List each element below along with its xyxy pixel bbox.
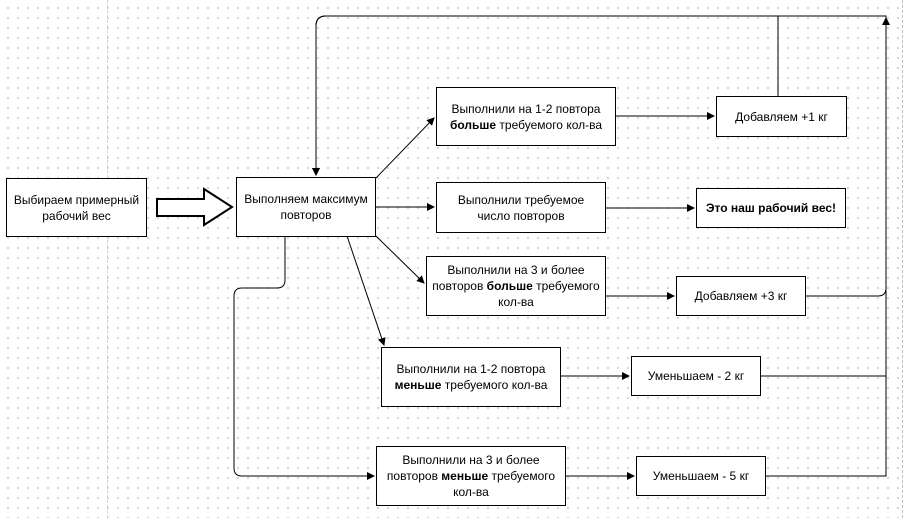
- node-reduce-2-label: Уменьшаем - 2 кг: [647, 369, 745, 383]
- node-start[interactable]: Выбираем примерный рабочий вес: [6, 178, 147, 237]
- node-plus-1-2[interactable]: Выполнили на 1-2 повтора больше требуемо…: [436, 87, 616, 146]
- node-exact[interactable]: Выполнили требуемое число повторов: [436, 182, 606, 233]
- edge-reduce-5-to-max-reps: [766, 17, 890, 477]
- node-max-reps-label: Выполняем максимум повторов: [244, 192, 368, 222]
- node-plus-1-2-label: Выполнили на 1-2 повтора больше требуемо…: [449, 101, 603, 132]
- edge-start-to-max-reps: [156, 187, 234, 227]
- edge-add-3-to-max-reps: [312, 15, 887, 297]
- node-add-1-label: Добавляем +1 кг: [735, 109, 828, 124]
- node-reduce-2[interactable]: Уменьшаем - 2 кг: [631, 356, 761, 396]
- page-guide-line: [107, 0, 108, 518]
- node-add-1[interactable]: Добавляем +1 кг: [716, 96, 847, 137]
- edge-max-reps-to-minus-1-2: [346, 235, 386, 346]
- node-reduce-5-label: Уменьшаем - 5 кг: [652, 469, 750, 483]
- node-plus-3[interactable]: Выполнили на 3 и более повторов больше т…: [426, 256, 606, 316]
- edge-max-reps-to-plus-3: [375, 235, 425, 284]
- edge-max-reps-to-minus-3: [233, 236, 375, 480]
- node-minus-1-2[interactable]: Выполнили на 1-2 повтора меньше требуемо…: [381, 347, 561, 407]
- node-working-weight-label: Это наш рабочий вес!: [705, 201, 837, 215]
- node-minus-1-2-label: Выполнили на 1-2 повтора меньше требуемо…: [394, 362, 548, 392]
- node-minus-3[interactable]: Выполнили на 3 и более повторов меньше т…: [376, 446, 566, 506]
- node-max-reps[interactable]: Выполняем максимум повторов: [236, 177, 376, 237]
- edge-max-reps-to-plus-1-2: [375, 117, 435, 179]
- node-minus-3-label: Выполнили на 3 и более повторов меньше т…: [386, 453, 556, 499]
- node-working-weight[interactable]: Это наш рабочий вес!: [696, 188, 846, 228]
- node-exact-label: Выполнили требуемое число повторов: [457, 192, 585, 223]
- node-reduce-5[interactable]: Уменьшаем - 5 кг: [636, 456, 766, 496]
- node-plus-3-label: Выполнили на 3 и более повторов больше т…: [432, 263, 600, 309]
- node-add-3-label: Добавляем +3 кг: [694, 289, 788, 303]
- node-start-label: Выбираем примерный рабочий вес: [13, 192, 140, 223]
- node-add-3[interactable]: Добавляем +3 кг: [676, 276, 806, 316]
